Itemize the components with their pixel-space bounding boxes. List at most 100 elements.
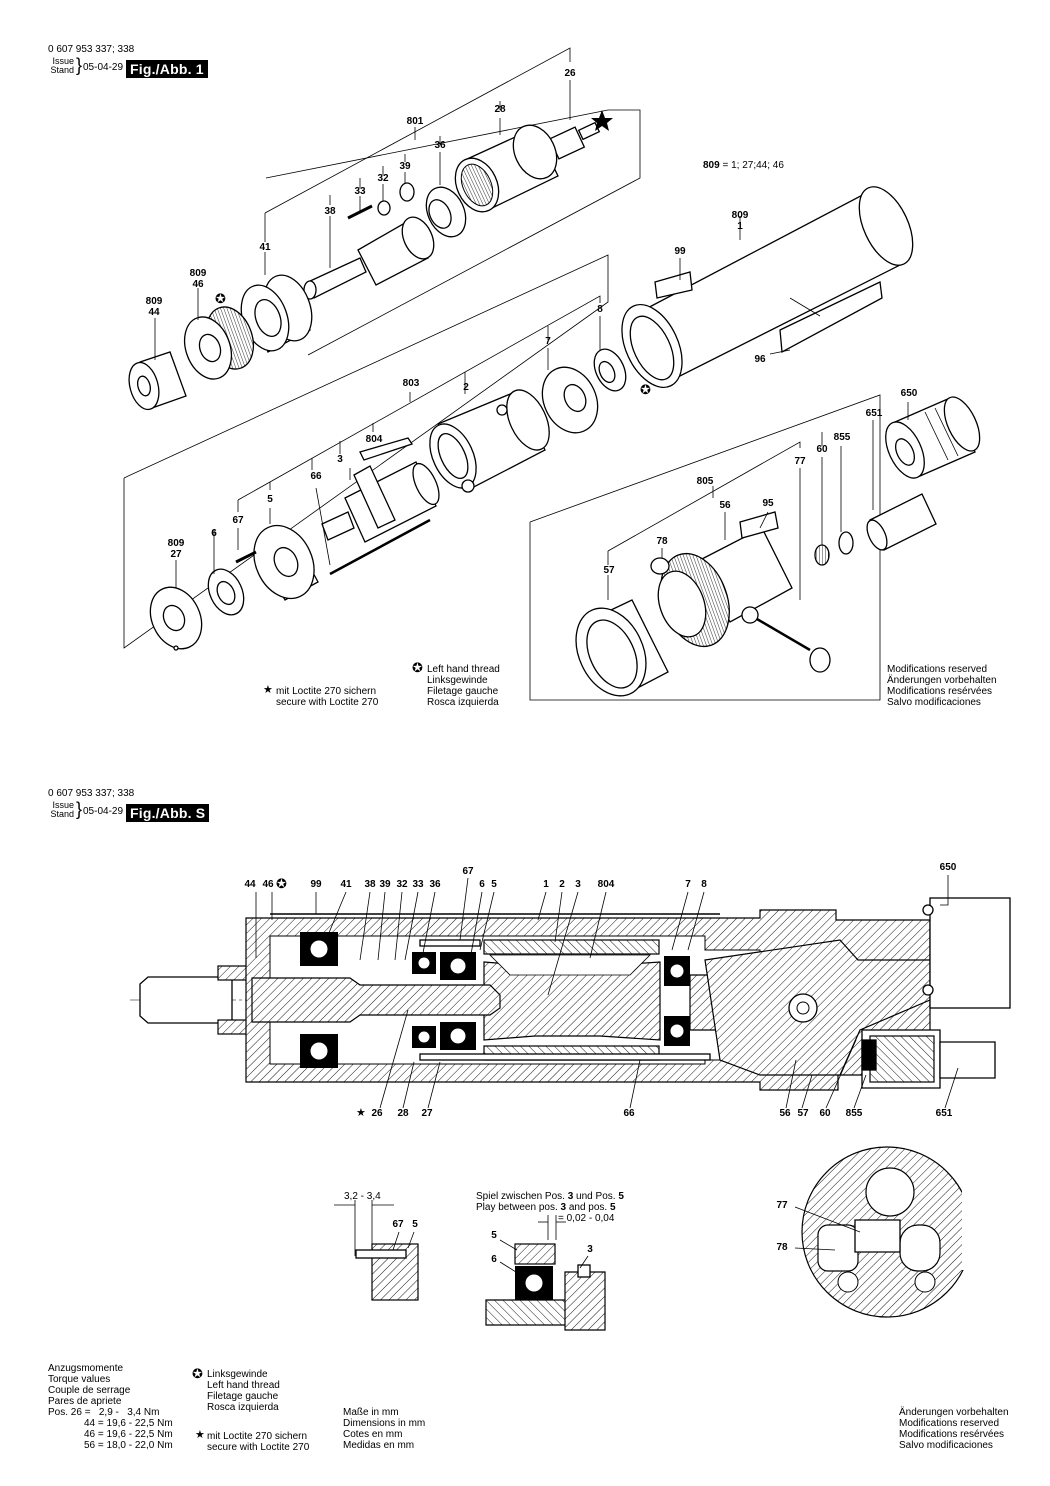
- torque-heading: Couple de serrage: [48, 1385, 131, 1396]
- dim-line: Dimensions in mm: [343, 1418, 426, 1429]
- issue-stand-label: Issue Stand: [48, 57, 74, 75]
- left-hand-thread-note: Linksgewinde Left hand thread Filetage g…: [207, 1369, 280, 1413]
- kit-note: 809 = 1; 27;44; 46: [703, 160, 784, 171]
- detail2-callout-6: 6: [491, 1254, 497, 1265]
- callout-26: 26: [371, 1108, 383, 1119]
- callout-36: 36: [429, 879, 441, 890]
- callout-99: 99: [674, 246, 686, 257]
- callout-6: 6: [479, 879, 485, 890]
- cylinder-2: [429, 389, 550, 493]
- callout-650: 650: [939, 862, 957, 873]
- detail-cross-section: [794, 1146, 976, 1318]
- left-hand-thread-note: Left hand thread Linksgewinde Filetage g…: [427, 664, 500, 708]
- callout-28: 28: [494, 104, 506, 115]
- mod-line: Änderungen vorbehalten: [887, 675, 997, 686]
- lht-line: Left hand thread: [207, 1380, 280, 1391]
- callout-46: 46: [262, 879, 274, 890]
- part-number: 0 607 953 337; 338: [48, 788, 135, 799]
- callout-651: 651: [865, 408, 883, 419]
- rotor-3: [321, 461, 440, 543]
- callout-8: 8: [597, 304, 603, 315]
- issue-date: 05-04-29: [83, 806, 124, 817]
- callout-39: 39: [399, 161, 411, 172]
- bearing-41: [240, 274, 313, 353]
- callout-855: 855: [833, 432, 851, 443]
- mod-line: Modifications reserved: [899, 1418, 1000, 1429]
- callout-3: 3: [575, 879, 581, 890]
- callout-67: 67: [462, 866, 474, 877]
- issue-date: 05-04-29: [83, 62, 124, 73]
- lht-line: Left hand thread: [427, 664, 500, 675]
- callout-33: 33: [354, 186, 366, 197]
- callout-38: 38: [324, 206, 336, 217]
- figure-label: Fig./Abb. S: [126, 804, 210, 822]
- left-hand-thread-icon: ✪: [276, 876, 287, 891]
- dim-line: Medidas en mm: [343, 1440, 415, 1451]
- callout-27: 27: [421, 1108, 433, 1119]
- torque-row: 44 = 19,6 - 22,5 Nm: [84, 1418, 173, 1429]
- callout-77: 77: [794, 456, 806, 467]
- callout-5: 5: [491, 879, 497, 890]
- callout-57: 57: [797, 1108, 809, 1119]
- callout-96: 96: [754, 354, 766, 365]
- lht-line: Rosca izquierda: [207, 1402, 279, 1413]
- nut-44: [128, 351, 187, 411]
- left-hand-thread-icon: ✪: [192, 1366, 203, 1381]
- callout-1: 1: [737, 221, 743, 232]
- figure-label: Fig./Abb. 1: [126, 60, 208, 78]
- bearing-6-section: [412, 952, 476, 1050]
- callout-27: 27: [170, 549, 182, 560]
- bearing-41-section: [300, 932, 338, 1068]
- callout-2: 2: [559, 879, 565, 890]
- plate-5: [253, 524, 319, 601]
- bearing-36: [425, 186, 467, 238]
- issue-stand-label: Issue Stand: [48, 801, 74, 819]
- star-icon: ★: [356, 1107, 366, 1119]
- callout-26: 26: [564, 68, 576, 79]
- callout-32: 32: [396, 879, 408, 890]
- callout-801: 801: [406, 116, 424, 127]
- callout-33: 33: [412, 879, 424, 890]
- callout-805: 805: [696, 476, 714, 487]
- callout-66: 66: [623, 1108, 635, 1119]
- loctite-line: mit Loctite 270 sichern: [207, 1431, 308, 1442]
- end-cap-56: [657, 511, 793, 648]
- callout-41: 41: [340, 879, 352, 890]
- callout-67: 67: [232, 515, 244, 526]
- brace: }: [76, 799, 83, 819]
- text: und Pos.: [573, 1191, 619, 1202]
- brace: }: [76, 55, 83, 75]
- callout-60: 60: [819, 1108, 831, 1119]
- callout-44: 44: [244, 879, 256, 890]
- dim-line: Maße in mm: [343, 1407, 399, 1418]
- left-hand-thread-icon: ✪: [640, 382, 651, 397]
- left-hand-thread-icon: ✪: [215, 291, 226, 306]
- dimensions-note: Maße in mm Dimensions in mm Cotes en mm …: [343, 1407, 425, 1451]
- lht-line: Filetage gauche: [427, 686, 499, 697]
- kit-note-bold: 809: [703, 160, 720, 171]
- torque-row: 46 = 19,6 - 22,5 Nm: [84, 1429, 173, 1440]
- callout-651: 651: [935, 1108, 953, 1119]
- lht-line: Rosca izquierda: [427, 697, 499, 708]
- detail1-dimension: 3,2 - 3,4: [344, 1191, 381, 1202]
- star-icon: [591, 110, 613, 131]
- callout-6: 6: [211, 528, 217, 539]
- left-hand-thread-icon: ✪: [412, 660, 423, 675]
- callout-804: 804: [365, 434, 383, 445]
- lht-line: Filetage gauche: [207, 1391, 279, 1402]
- callout-39: 39: [379, 879, 391, 890]
- mod-line: Modifications resérvées: [899, 1429, 1005, 1440]
- loctite-line: secure with Loctite 270: [276, 697, 379, 708]
- modifications-note: Modifications reserved Änderungen vorbeh…: [887, 664, 997, 708]
- torque-heading: Pares de apriete: [48, 1396, 122, 1407]
- play-note-de: Spiel zwischen Pos. 3 und Pos. 5: [476, 1191, 624, 1202]
- detail3-callout-77: 77: [776, 1200, 788, 1211]
- text: Spiel zwischen Pos.: [476, 1191, 568, 1202]
- callout-66: 66: [310, 471, 322, 482]
- callout-1: 1: [543, 879, 549, 890]
- callout-78: 78: [656, 536, 668, 547]
- callout-8: 8: [701, 879, 707, 890]
- mod-line: Modifications reserved: [887, 664, 988, 675]
- spindle-38: [303, 216, 435, 300]
- nut-46: [183, 306, 255, 380]
